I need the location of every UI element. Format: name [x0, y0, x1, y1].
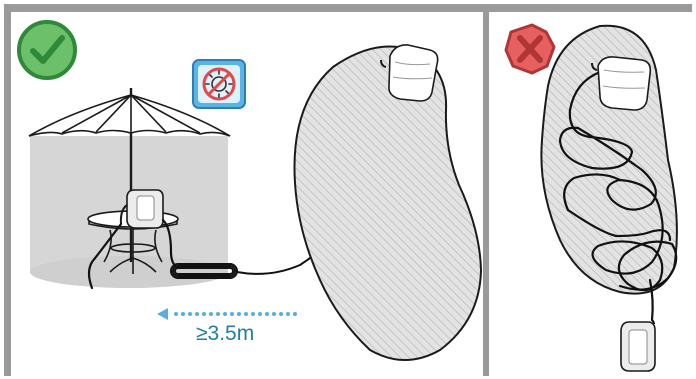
left-border	[4, 4, 11, 376]
robot-cleaner-right	[592, 57, 650, 110]
no-sun-icon	[193, 60, 245, 108]
panel-divider	[483, 4, 489, 376]
distance-label: ≥3.5m	[196, 322, 254, 345]
x-mark-icon	[506, 25, 554, 73]
shade-floor	[30, 256, 228, 288]
power-supply	[121, 190, 163, 228]
power-supply-right	[621, 320, 655, 371]
checkmark-icon	[19, 22, 75, 78]
top-border	[4, 4, 692, 12]
